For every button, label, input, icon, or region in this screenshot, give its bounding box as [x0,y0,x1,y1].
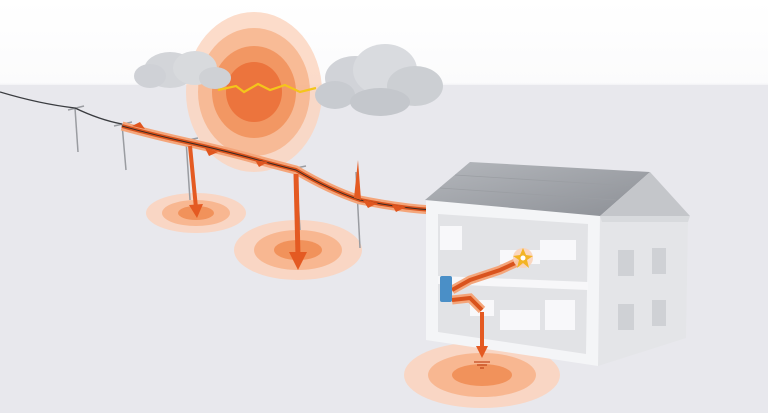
ground-arrow-icon [188,145,203,218]
house-surge-path [449,255,524,314]
surge-protector-icon [440,276,452,302]
earth-ground-symbol-icon [474,361,490,369]
ground-surge-ring [404,342,560,408]
cloud-icon [315,44,443,116]
house-icon [425,162,690,366]
lightning-surge-field [186,12,322,172]
voltage-spike [354,160,361,200]
surge-direction-arrows [132,122,406,212]
spark-icon [513,248,533,268]
surge-power-line [120,121,455,301]
ground-arrow-icon [289,173,307,270]
power-line [0,91,123,125]
cloud-icon [134,51,231,89]
lightning-bolt-icon [217,82,317,94]
ground-arrow-icon [476,312,488,358]
